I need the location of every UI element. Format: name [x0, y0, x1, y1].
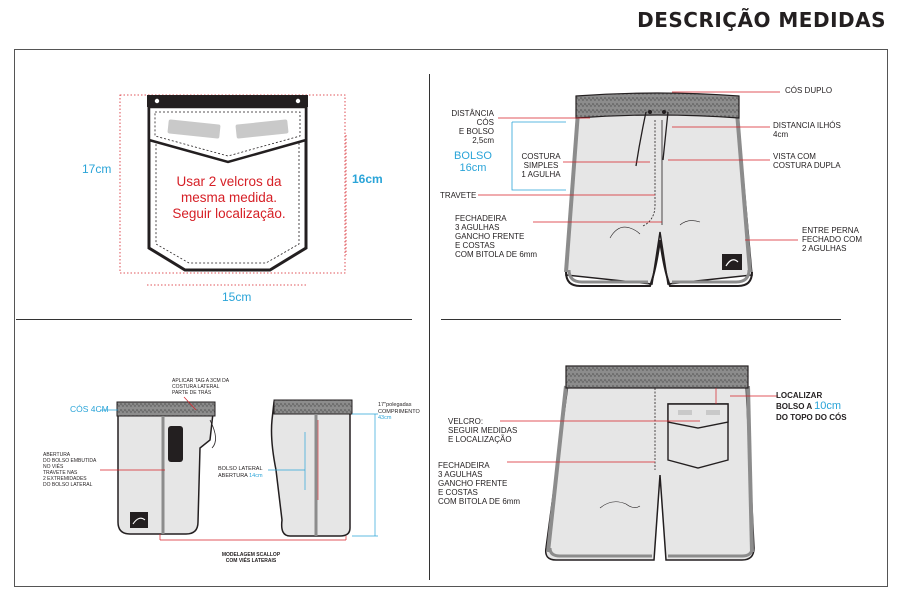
side-tag-label: APLICAR TAG A 3CM DA COSTURA LATERAL PAR…	[172, 378, 229, 396]
back-fechadeira-label: FECHADEIRA 3 AGULHAS GANCHO FRENTE E COS…	[438, 461, 520, 506]
front-shorts-drawing	[478, 91, 798, 287]
side-bolso-lateral-label: BOLSO LATERAL ABERTURA 14cm	[218, 466, 263, 479]
back-localizar-label: LOCALIZAR BOLSO A 10cm DO TOPO DO CÓS	[776, 390, 847, 423]
side-views-drawing	[100, 396, 378, 541]
pocket-note-line: Seguir localização.	[172, 206, 286, 221]
front-fechadeira-label: FECHADEIRA 3 AGULHAS GANCHO FRENTE E COS…	[455, 214, 537, 259]
label-line: BOLSO	[454, 150, 492, 162]
label-line: GANCHO FRENTE	[455, 232, 525, 241]
front-bolso-label: BOLSO 16cm	[452, 150, 494, 174]
pocket-velcro-note: Usar 2 velcros da mesma medida. Seguir l…	[165, 174, 293, 222]
label-line: 16cm	[459, 162, 487, 174]
label-line: GANCHO FRENTE	[438, 479, 508, 488]
side-abertura-label: ABERTURA DO BOLSO EMBUTIDA NO VIÉS TRAVE…	[43, 452, 96, 488]
label-line: 2 AGULHAS	[802, 244, 847, 253]
label-line: COSTURA DUPLA	[773, 161, 841, 170]
label-line: DO BOLSO LATERAL	[43, 482, 93, 488]
label-line: MODELAGEM SCALLOP	[221, 552, 281, 558]
pocket-inner-height-label: 16cm	[352, 172, 383, 186]
label-line: 14cm	[249, 472, 263, 479]
front-vista-label: VISTA COM COSTURA DUPLA	[773, 152, 841, 170]
label-line: E BOLSO 2,5cm	[458, 127, 494, 145]
label-line: PARTE DE TRÁS	[172, 390, 212, 396]
pocket-height-label: 17cm	[82, 162, 112, 176]
label-line: SIMPLES	[523, 161, 559, 170]
label-line: DISTANCIA ILHÓS	[773, 121, 841, 130]
front-travete-label: TRAVETE	[440, 191, 477, 200]
pocket-note-line: Usar 2 velcros da	[176, 174, 282, 189]
front-distancia-cos-label: DISTÂNCIA CÓS E BOLSO 2,5cm	[440, 109, 494, 145]
label-line: BOLSO A	[776, 402, 815, 411]
label-line: COM VIÉS LATERAIS	[225, 558, 277, 564]
label-line: VISTA COM	[773, 152, 816, 161]
back-velcro-label: VELCRO: SEGUIR MEDIDAS E LOCALIZAÇÃO	[448, 417, 517, 444]
label-line: COSTURA	[521, 152, 561, 161]
page-title: DESCRIÇÃO MEDIDAS	[637, 8, 886, 32]
label-line: NO VIÉS	[43, 464, 64, 470]
horizontal-divider-left	[16, 319, 412, 320]
label-line: DO BOLSO EMBUTIDA	[43, 458, 97, 464]
label-line: E COSTAS	[455, 241, 495, 250]
label-line: COMPRIMENTO	[378, 408, 420, 415]
label-line: 1 AGULHA	[521, 170, 561, 179]
side-cos-label: CÓS 4CM	[70, 404, 109, 414]
label-line: FECHADO COM	[802, 235, 862, 244]
label-line: COSTURA LATERAL	[172, 384, 220, 390]
label-line: DISTÂNCIA CÓS	[451, 109, 494, 127]
back-shorts-drawing	[500, 365, 778, 561]
label-line: E LOCALIZAÇÃO	[448, 435, 512, 444]
front-cos-duplo-label: CÓS DUPLO	[785, 86, 833, 95]
label-line: SEGUIR MEDIDAS	[448, 426, 518, 435]
front-costura-label: COSTURA SIMPLES 1 AGULHA	[520, 152, 562, 179]
label-line: DO TOPO DO CÓS	[776, 413, 847, 422]
label-line: LOCALIZAR	[776, 391, 823, 400]
pocket-note-line: mesma medida.	[180, 190, 278, 205]
label-line: TRAVETE NAS	[43, 470, 78, 476]
label-line: APLICAR TAG A 3CM DA	[172, 378, 230, 384]
label-line: 17"polegadas	[378, 402, 412, 408]
label-line: E COSTAS	[438, 488, 478, 497]
label-line: 43cm	[378, 415, 392, 421]
front-entre-perna-label: ENTRE PERNA FECHADO COM 2 AGULHAS	[802, 226, 862, 253]
label-line: FECHADEIRA	[455, 214, 507, 223]
label-line: ABERTURA	[218, 472, 248, 479]
label-line: 3 AGULHAS	[438, 470, 483, 479]
label-line: 10cm	[814, 400, 841, 412]
label-line: BOLSO LATERAL	[218, 466, 263, 472]
label-line: ABERTURA	[43, 452, 71, 458]
vertical-divider	[429, 74, 430, 580]
horizontal-divider-right	[441, 319, 841, 320]
side-comprimento-label: 17"polegadas COMPRIMENTO 43cm	[378, 402, 420, 422]
spec-frame	[14, 49, 888, 587]
label-line: VELCRO:	[448, 417, 484, 426]
label-line: ENTRE PERNA	[802, 226, 859, 235]
side-modelagem-label: MODELAGEM SCALLOP COM VIÉS LATERAIS	[216, 552, 286, 564]
label-line: 2 EXTREMIDADES	[43, 476, 87, 482]
pocket-drawing	[119, 94, 347, 286]
pocket-width-label: 15cm	[222, 290, 252, 304]
label-line: 4cm	[773, 130, 789, 139]
front-distancia-ilhos-label: DISTANCIA ILHÓS 4cm	[773, 121, 841, 139]
label-line: 3 AGULHAS	[455, 223, 500, 232]
label-line: COM BITOLA DE 6mm	[455, 250, 538, 259]
label-line: FECHADEIRA	[438, 461, 490, 470]
label-line: COM BITOLA DE 6mm	[438, 497, 521, 506]
